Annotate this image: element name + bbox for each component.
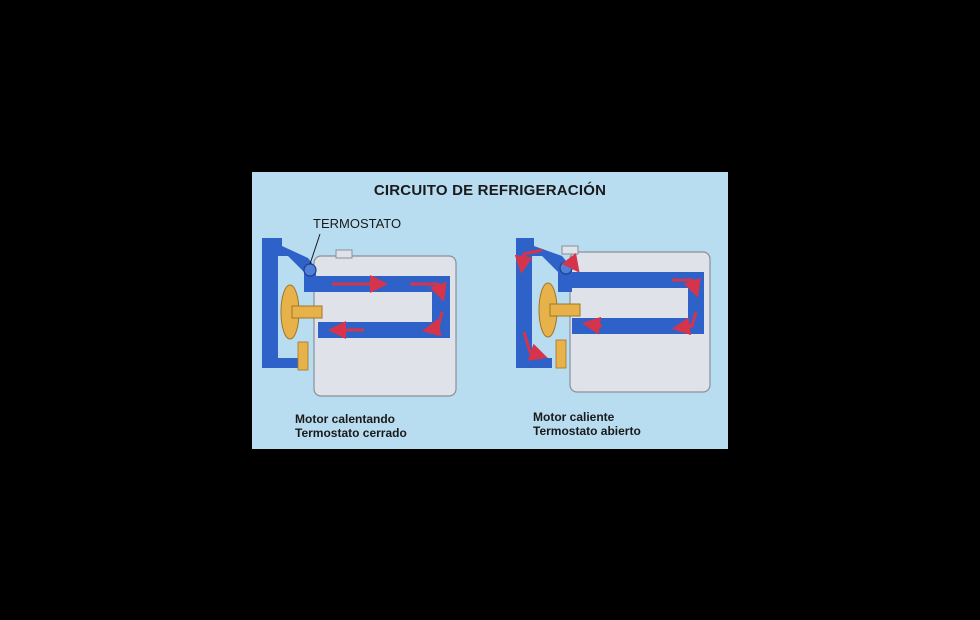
right-water-jacket [572, 272, 704, 334]
left-radiator [262, 238, 316, 368]
right-flow-arrow [514, 248, 543, 274]
left-caption-line2: Termostato cerrado [295, 426, 407, 440]
right-engine-illustration [514, 238, 711, 393]
right-caption-line2: Termostato abierto [533, 424, 641, 438]
left-flow-arrow [422, 311, 444, 337]
left-thermostat [303, 263, 317, 277]
left-mount [297, 341, 309, 371]
right-filler-cap [561, 245, 579, 255]
thermostat-label: TERMOSTATO [313, 216, 402, 231]
diagram-illustration [262, 233, 711, 397]
left-filler-cap [335, 249, 353, 259]
thermostat-callout-line [309, 233, 321, 265]
left-caption-line1: Motor calentando [295, 412, 396, 426]
left-water-jacket [316, 276, 450, 338]
left-engine-illustration [262, 233, 457, 397]
left-flow-arrow [410, 281, 447, 302]
right-caption: Motor caliente Termostato abierto [533, 410, 641, 438]
left-pump-shaft [291, 305, 323, 319]
left-caption: Motor calentando Termostato cerrado [295, 412, 407, 440]
right-flow-arrow [582, 316, 603, 335]
right-flow-arrow [561, 253, 580, 273]
right-thermostat [559, 261, 573, 275]
right-pump-shaft [549, 303, 581, 317]
right-mount [555, 339, 567, 369]
right-flow-arrow [672, 277, 701, 298]
right-flow-arrow [672, 311, 698, 336]
cooling-circuit-diagram: CIRCUITO DE REFRIGERACIÓN TERMOSTATO Mot… [252, 172, 728, 449]
right-flow-arrow [522, 331, 548, 361]
right-caption-line1: Motor caliente [533, 410, 615, 424]
diagram-title: CIRCUITO DE REFRIGERACIÓN [373, 182, 607, 199]
